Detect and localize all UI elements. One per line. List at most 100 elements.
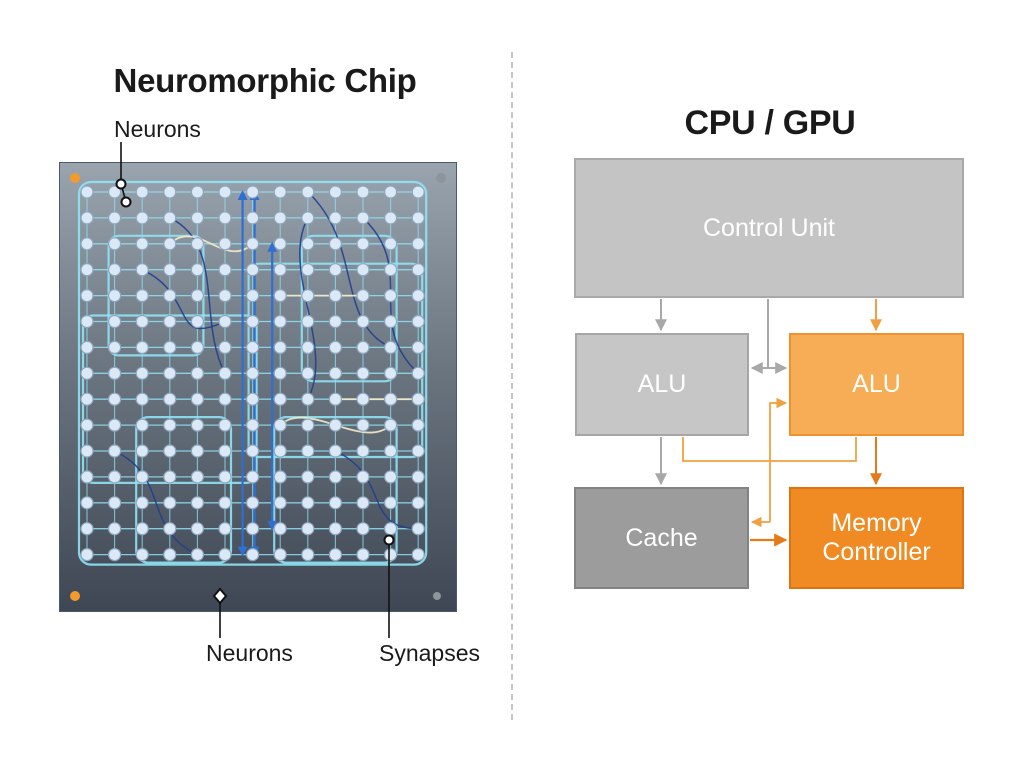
neuron-node: [190, 444, 204, 458]
synapse-curve: [299, 217, 317, 400]
neuron-node: [218, 314, 232, 329]
neuron-node: [384, 237, 398, 251]
neuron-node: [273, 314, 287, 329]
neuron-node: [384, 392, 398, 406]
neuron-node: [246, 211, 260, 225]
synapse-curve: [335, 450, 419, 530]
neuron-node: [107, 522, 122, 536]
alu-gray-block: ALU: [575, 333, 749, 436]
neuron-node: [218, 496, 232, 510]
neuron-node: [218, 237, 232, 251]
neuron-node: [163, 211, 177, 225]
synapse-curve: [307, 191, 391, 349]
neuron-node: [301, 211, 315, 225]
neuron-node: [190, 418, 204, 432]
neuron-node: [384, 522, 398, 536]
neuron-node: [301, 314, 315, 329]
neuron-node: [356, 470, 370, 484]
neuron-node: [411, 289, 425, 303]
neuromorphic-chip-network: [70, 173, 446, 601]
neuron-node: [80, 522, 94, 536]
corner-pad-bottom-right: [433, 592, 441, 600]
neuron-node: [163, 340, 177, 354]
neuron-node: [218, 470, 232, 484]
neuron-node: [384, 470, 398, 484]
neuron-node: [80, 366, 94, 380]
cache-label: Cache: [625, 523, 698, 552]
neuron-node: [190, 185, 204, 199]
neuron-node: [163, 496, 177, 510]
neuron-node: [190, 548, 204, 562]
neuron-node: [163, 289, 177, 303]
neuron-node: [273, 340, 287, 354]
neuron-node: [163, 418, 177, 432]
neuron-node: [107, 496, 122, 510]
neuron-node: [411, 522, 425, 536]
neuron-node: [356, 418, 370, 432]
signal-arrow-head-up: [267, 241, 278, 252]
neuromorphic-chip-title: Neuromorphic Chip: [113, 62, 417, 99]
neuron-node: [328, 522, 342, 536]
neuron-node: [107, 548, 122, 562]
neuron-node: [411, 366, 425, 380]
neuron-node: [107, 314, 122, 329]
control-unit-block: Control Unit: [574, 158, 964, 298]
synapse-curve: [114, 450, 198, 556]
neuron-node: [135, 289, 149, 303]
synapses-callout: Synapses: [379, 640, 481, 666]
neuron-node: [246, 392, 260, 406]
neuron-node: [163, 444, 177, 458]
neuron-node: [356, 211, 370, 225]
neuron-node: [328, 314, 342, 329]
neuron-node: [246, 314, 260, 329]
neuron-node: [328, 340, 342, 354]
neuron-node: [246, 496, 260, 510]
neuron-node: [301, 548, 315, 562]
neurons-callout-bottom: Neurons: [206, 640, 293, 666]
neuron-node: [356, 185, 370, 199]
signal-arrow-head-up: [237, 190, 248, 200]
synapse-loop-route: [300, 234, 398, 383]
neuron-node: [356, 496, 370, 510]
neuron-node: [301, 470, 315, 484]
cpu-gpu-title: CPU / GPU: [684, 104, 856, 142]
neuron-node: [246, 418, 260, 432]
neuron-node: [328, 185, 342, 199]
neuron-node: [273, 418, 287, 432]
neuron-node: [190, 289, 204, 303]
neuron-node: [301, 185, 315, 199]
neuron-node: [301, 392, 315, 406]
synapse-curve: [169, 217, 226, 374]
neuron-node: [135, 314, 149, 329]
neuron-node: [384, 185, 398, 199]
neuron-node: [190, 263, 204, 277]
neuron-node: [411, 548, 425, 562]
neuron-node: [80, 263, 94, 277]
neuron-node: [411, 392, 425, 406]
neuron-node: [135, 263, 149, 277]
signal-arrow-head-down: [267, 520, 278, 531]
neuron-node: [356, 314, 370, 329]
neuron-node: [301, 340, 315, 354]
neuron-node: [273, 470, 287, 484]
neuron-node: [163, 392, 177, 406]
neuron-node: [107, 470, 122, 484]
neuron-node: [163, 263, 177, 277]
neuron-node: [163, 366, 177, 380]
neuron-node: [218, 522, 232, 536]
neuron-node: [246, 289, 260, 303]
neuron-node: [273, 211, 287, 225]
neuron-node: [273, 237, 287, 251]
neuron-node: [384, 366, 398, 380]
neuron-node: [411, 314, 425, 329]
neuron-node: [356, 444, 370, 458]
neuron-node: [190, 211, 204, 225]
neuron-node: [356, 263, 370, 277]
alu-orange-label: ALU: [852, 370, 901, 398]
neuron-node: [328, 444, 342, 458]
neuron-node: [135, 185, 149, 199]
neuron-node: [328, 211, 342, 225]
neuron-node: [107, 392, 122, 406]
neuron-node: [163, 522, 177, 536]
corner-pad-top-left: [70, 173, 80, 183]
